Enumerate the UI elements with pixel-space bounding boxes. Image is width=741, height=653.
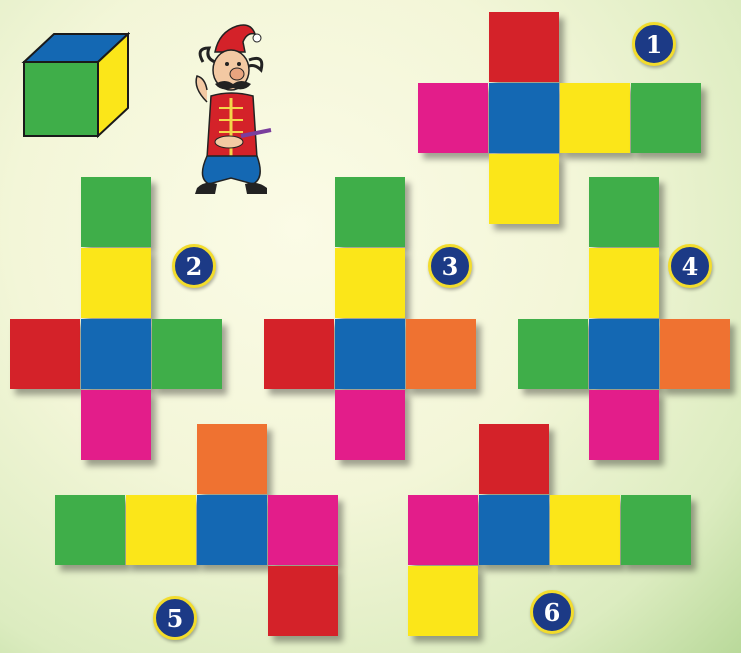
net-6-face-yellow [408,566,478,636]
net-3-face-red [264,319,334,389]
net-number-badge: 2 [172,244,216,288]
net-number-badge: 5 [153,596,197,640]
net-3-face-green [335,177,405,247]
net-5-face-red [268,566,338,636]
net-2-face-green [81,177,151,247]
net-3-face-magenta [335,390,405,460]
net-4-face-yellow [589,248,659,318]
jester-cartoon-icon [185,18,280,198]
net-4-face-magenta [589,390,659,460]
net-number-badge: 6 [530,590,574,634]
net-5-face-magenta [268,495,338,565]
net-6-face-magenta [408,495,478,565]
net-2-face-red [10,319,80,389]
net-number-badge: 3 [428,244,472,288]
net-1-face-magenta [418,83,488,153]
net-4-face-green [589,177,659,247]
net-2-face-magenta [81,390,151,460]
cube-front-face [24,62,98,136]
net-6-face-green [621,495,691,565]
net-2-face-blue [81,319,151,389]
net-1-face-red [489,12,559,82]
net-3-face-yellow [335,248,405,318]
net-2-face-yellow [81,248,151,318]
net-4-face-blue [589,319,659,389]
net-2-face-green [152,319,222,389]
net-3-face-orange [406,319,476,389]
net-5-face-blue [197,495,267,565]
net-5-face-yellow [126,495,196,565]
cube-icon [18,28,130,140]
net-number-badge: 1 [632,22,676,66]
net-5-face-orange [197,424,267,494]
net-5-face-green [55,495,125,565]
net-1-face-green [631,83,701,153]
net-6-face-yellow [550,495,620,565]
net-1-face-yellow [489,154,559,224]
net-1-face-blue [489,83,559,153]
net-number-badge: 4 [668,244,712,288]
net-4-face-green [518,319,588,389]
net-1-face-yellow [560,83,630,153]
net-4-face-orange [660,319,730,389]
net-6-face-red [479,424,549,494]
net-3-face-blue [335,319,405,389]
net-6-face-blue [479,495,549,565]
